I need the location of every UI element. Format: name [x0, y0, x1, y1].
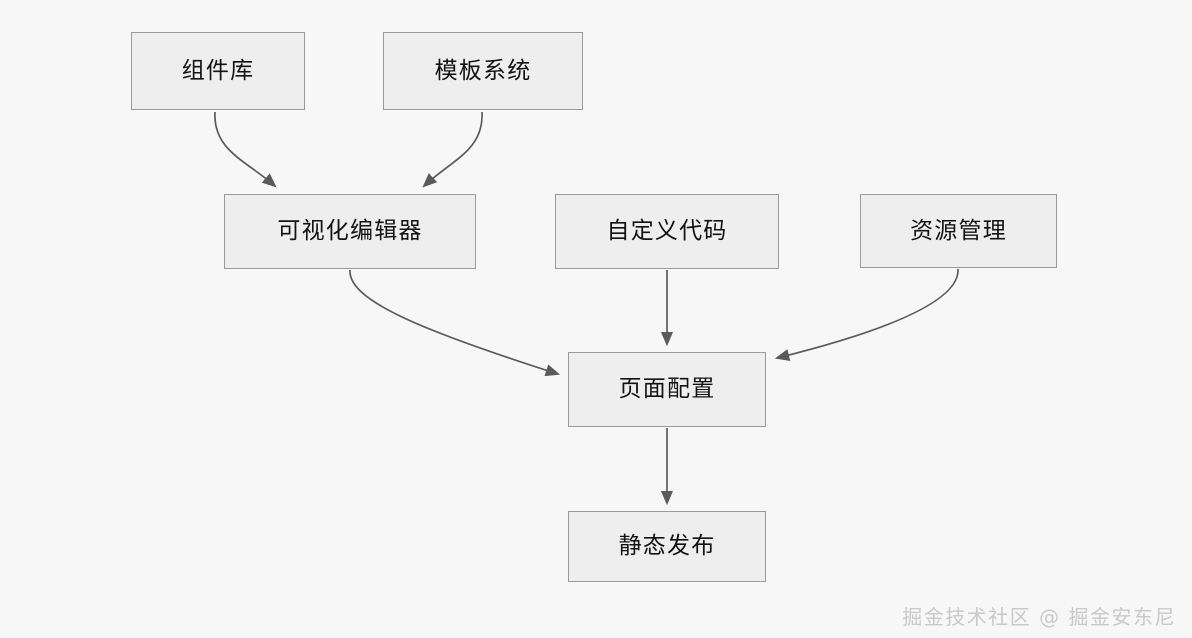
watermark-text: 掘金技术社区 @ 掘金安东尼 — [902, 605, 1176, 629]
edge-component-library-to-visual-editor — [214, 111, 277, 188]
node-page-config[interactable]: 页面配置 — [568, 352, 766, 427]
edge-paths — [214, 111, 959, 506]
node-visual-editor[interactable]: 可视化编辑器 — [224, 194, 476, 269]
edge-template-system-to-visual-editor — [422, 111, 483, 188]
node-custom-code[interactable]: 自定义代码 — [555, 194, 779, 269]
node-resource-manager[interactable]: 资源管理 — [860, 194, 1057, 268]
node-label-resource-manager: 资源管理 — [910, 217, 1007, 244]
edge-resource-manager-to-page-config — [774, 268, 959, 361]
node-label-static-publish: 静态发布 — [618, 533, 716, 559]
node-label-template-system: 模板系统 — [434, 57, 532, 84]
node-template-system[interactable]: 模板系统 — [383, 32, 583, 110]
node-component-library[interactable]: 组件库 — [131, 32, 305, 110]
node-label-custom-code: 自定义代码 — [606, 218, 728, 244]
edge-visual-editor-to-page-config — [349, 269, 561, 377]
node-label-component-library: 组件库 — [181, 57, 255, 84]
node-label-page-config: 页面配置 — [618, 376, 716, 402]
node-label-visual-editor: 可视化编辑器 — [277, 218, 423, 244]
node-static-publish[interactable]: 静态发布 — [568, 511, 766, 582]
